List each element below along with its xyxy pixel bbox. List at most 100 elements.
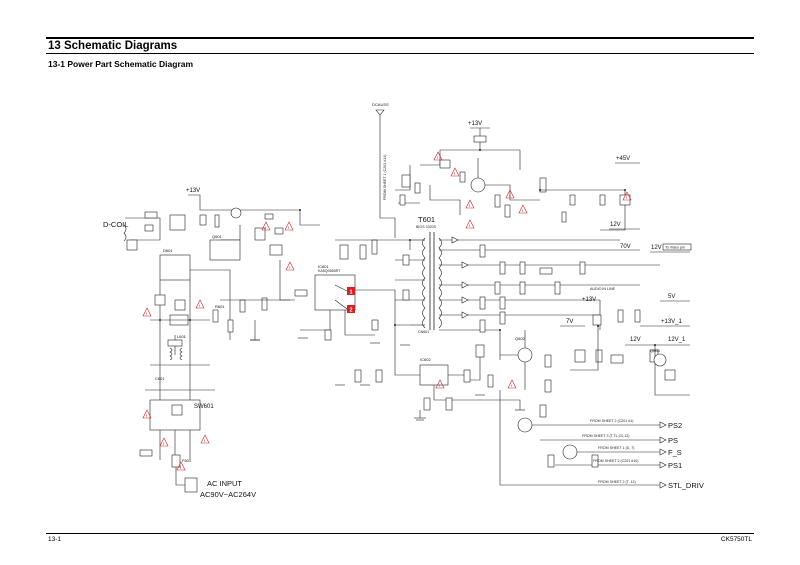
rail-13v-top: +13V [395,121,547,218]
from-sheet-left-label: FROM SHEET 1 (C201 #14) [383,155,387,200]
svg-text:+45V: +45V [616,156,630,162]
transistors: Q602 Q603 [470,330,667,393]
svg-text:!: ! [146,312,147,316]
model-number: CK5750TL [720,536,752,543]
svg-text:+13V: +13V [582,297,596,303]
junction-dots [159,149,656,346]
svg-text:AUDIO IN LINE: AUDIO IN LINE [590,287,616,291]
svg-text:PS2: PS2 [668,421,682,430]
warning-icons: ! ! ! ! ! ! ! ! ! ! ! ! ! ! ! ! ! ! [142,151,632,471]
warning-icon [284,221,294,231]
svg-text:!: ! [469,204,470,208]
warning-icon [505,189,515,199]
dcoil-section: D-COIL +13V [103,188,320,251]
warning-icon [142,307,152,317]
warning-icon [507,379,517,389]
svg-text:!: ! [180,466,181,470]
page-number: 13-1 [48,536,62,543]
svg-text:SW601: SW601 [194,404,214,410]
svg-text:+13V: +13V [468,121,482,127]
warning-icon [195,299,205,309]
svg-text:70V: 70V [620,244,631,250]
svg-text:+13V: +13V [186,188,200,194]
svg-text:To Video pin: To Video pin [665,246,685,250]
svg-text:12V: 12V [651,245,662,251]
dcauss-label: DCAUSS [372,102,389,107]
footer-rule [46,533,754,534]
svg-text:12V: 12V [630,337,641,343]
svg-text:STL_DRIV: STL_DRIV [668,481,704,490]
warning-icon [518,204,528,214]
warning-icon [465,199,475,209]
svg-text:!: ! [204,439,205,443]
svg-text:FROM SHEET 1 (D, 7): FROM SHEET 1 (D, 7) [598,446,634,450]
ground-symbols [250,337,525,411]
header-subrule [46,53,754,54]
warning-icon [200,434,210,444]
svg-text:IC602: IC602 [420,357,431,362]
svg-text:AC INPUT: AC INPUT [207,479,242,488]
svg-text:F601: F601 [182,458,192,463]
svg-text:!: ! [511,384,512,388]
svg-text:Q602: Q602 [515,336,526,341]
svg-text:CN601: CN601 [418,330,429,334]
ic602-block: IC602 [354,325,521,421]
svg-text:!: ! [288,226,289,230]
svg-text:D-COIL: D-COIL [103,220,128,229]
warning-icon [261,221,271,231]
svg-text:5V: 5V [668,294,675,300]
warning-icon [176,461,186,471]
warning-icon [142,409,152,419]
svg-text:BIGS 3320S: BIGS 3320S [416,225,437,229]
svg-text:KA5Q0565RT: KA5Q0565RT [318,269,341,273]
svg-text:!: ! [265,226,266,230]
svg-text:7V: 7V [566,319,573,325]
svg-text:D601: D601 [163,248,173,253]
marker-1: 1 [347,287,355,296]
svg-text:Q603: Q603 [650,348,661,353]
ps-connectors: FROM SHEET 2 (C201 #1) FROM SHEET 3 (T,T… [499,390,704,490]
warning-icon [450,167,460,177]
header-rule [46,37,754,39]
svg-text:F_S: F_S [668,448,682,457]
marker-2: 2 [347,305,355,314]
page-title: 13 Schematic Diagrams [48,40,178,52]
svg-text:!: ! [163,442,164,446]
svg-text:L601: L601 [177,334,187,339]
warning-icon [433,151,443,161]
ic601-block: IC601 KA5Q0565RT [220,239,411,341]
svg-text:FROM SHEET 3 (T,TL,C0,12): FROM SHEET 3 (T,TL,C0,12) [582,434,629,438]
svg-text:PS1: PS1 [668,461,682,470]
svg-text:FROM SHEET 2 (C201 #10): FROM SHEET 2 (C201 #10) [593,459,638,463]
warning-icon [435,379,445,389]
svg-text:IC601: IC601 [318,264,329,269]
svg-text:1: 1 [350,290,353,296]
dcauss-net: DCAUSS FROM SHEET 1 (C201 #14) [372,102,396,238]
svg-text:!: ! [454,172,455,176]
svg-text:R601: R601 [215,304,225,309]
rail-45v: +45V [540,156,640,231]
svg-text:!: ! [469,224,470,228]
input-section: D601 Q601 L601 SW601 F601 AC INPUT AC90V… [139,234,256,499]
svg-text:!: ! [199,304,200,308]
svg-text:!: ! [522,209,523,213]
svg-text:+13V_1: +13V_1 [661,319,683,325]
svg-text:!: ! [146,414,147,418]
warning-icon [622,191,632,201]
warning-icon [285,261,295,271]
warning-icon [159,437,169,447]
right-rails: 12V 70V 12V To Video pin AUDIO IN LINE 5… [560,222,692,396]
svg-text:12V: 12V [610,222,621,228]
svg-text:!: ! [289,266,290,270]
svg-text:12V_1: 12V_1 [668,337,686,343]
svg-text:C601: C601 [155,376,165,381]
svg-text:2: 2 [350,308,353,314]
secondary-outputs [439,236,660,333]
svg-text:!: ! [439,384,440,388]
svg-text:AC90V~AC264V: AC90V~AC264V [200,490,256,499]
svg-text:T601: T601 [418,215,435,224]
svg-text:!: ! [437,156,438,160]
svg-text:PS: PS [668,436,678,445]
svg-text:!: ! [509,194,510,198]
